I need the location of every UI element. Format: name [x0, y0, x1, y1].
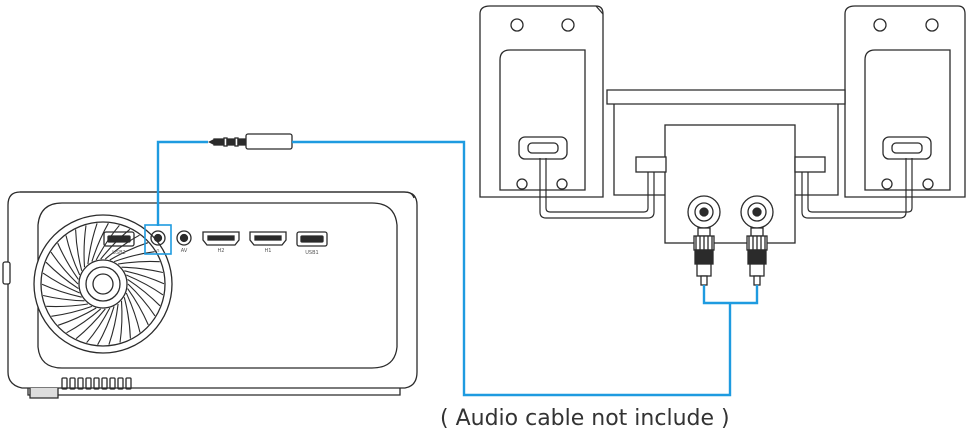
- left-speaker: [479, 5, 604, 198]
- usb2-label: USB2: [112, 250, 125, 256]
- rca-plug-left: [693, 227, 715, 286]
- fan-blade: [42, 272, 80, 294]
- fan-blade: [127, 278, 161, 307]
- bottom-vents: [61, 377, 132, 390]
- fan-blade: [45, 261, 79, 290]
- fan-blade: [87, 223, 98, 265]
- fan-blade: [42, 294, 85, 302]
- fan-blade: [97, 306, 115, 346]
- fan-blade: [75, 308, 106, 340]
- rca-plug-right: [746, 227, 768, 286]
- cooling-fan: [33, 214, 173, 354]
- right-speaker: [844, 5, 966, 198]
- projector: USB2 ∩ AV H2: [2, 191, 418, 399]
- fan-blade: [125, 292, 141, 333]
- audio-cable: [156, 140, 759, 397]
- fan-blade: [46, 303, 88, 308]
- fan-blade: [119, 300, 123, 343]
- fan-blade: [124, 270, 165, 285]
- usb1-port: USB1: [296, 231, 328, 256]
- fan-blade: [121, 266, 164, 274]
- fan-blade: [127, 283, 156, 317]
- fan-blade: [127, 288, 149, 326]
- audio-jack-plug: [208, 133, 293, 150]
- fan-blade: [51, 305, 93, 317]
- hdmi2-label: H2: [218, 248, 225, 254]
- speaker-wires: [539, 158, 913, 219]
- fan-blade: [95, 224, 120, 261]
- usb1-label: USB1: [305, 250, 318, 256]
- cable-rca-splitter: [702, 285, 759, 305]
- fan-blade: [50, 251, 79, 285]
- hdmi2-port: H2: [202, 231, 240, 254]
- av-port: AV: [176, 230, 192, 254]
- fan-blade: [86, 307, 111, 344]
- fan-blade: [118, 260, 160, 265]
- subwoofer-unit: [606, 89, 846, 244]
- fan-blade: [41, 283, 82, 298]
- fan-blade: [91, 222, 109, 262]
- fan-blade: [57, 242, 79, 280]
- fan-blade: [123, 297, 131, 339]
- fan-blade: [83, 225, 87, 268]
- speaker-system: [479, 5, 966, 286]
- audio-out-port: ∩: [144, 224, 172, 255]
- usb2-port: USB2: [103, 231, 135, 256]
- fan-blade: [57, 307, 97, 326]
- cable-plug-to-rca: [292, 140, 732, 397]
- hdmi1-label: H1: [265, 248, 272, 254]
- port-panel: USB2 ∩ AV H2: [103, 224, 328, 256]
- diagram-caption: ( Audio cable not include ): [440, 406, 730, 431]
- fan-blade: [113, 251, 155, 263]
- cable-jack-to-port: [156, 140, 208, 226]
- audio-label: ∩: [156, 248, 160, 254]
- hdmi1-port: H1: [249, 231, 287, 254]
- fan-blade: [126, 274, 164, 296]
- fan-blade: [66, 308, 102, 334]
- av-label: AV: [181, 248, 188, 254]
- fan-blade: [65, 235, 81, 276]
- fan-blade: [108, 303, 119, 345]
- fan-blade: [75, 229, 83, 271]
